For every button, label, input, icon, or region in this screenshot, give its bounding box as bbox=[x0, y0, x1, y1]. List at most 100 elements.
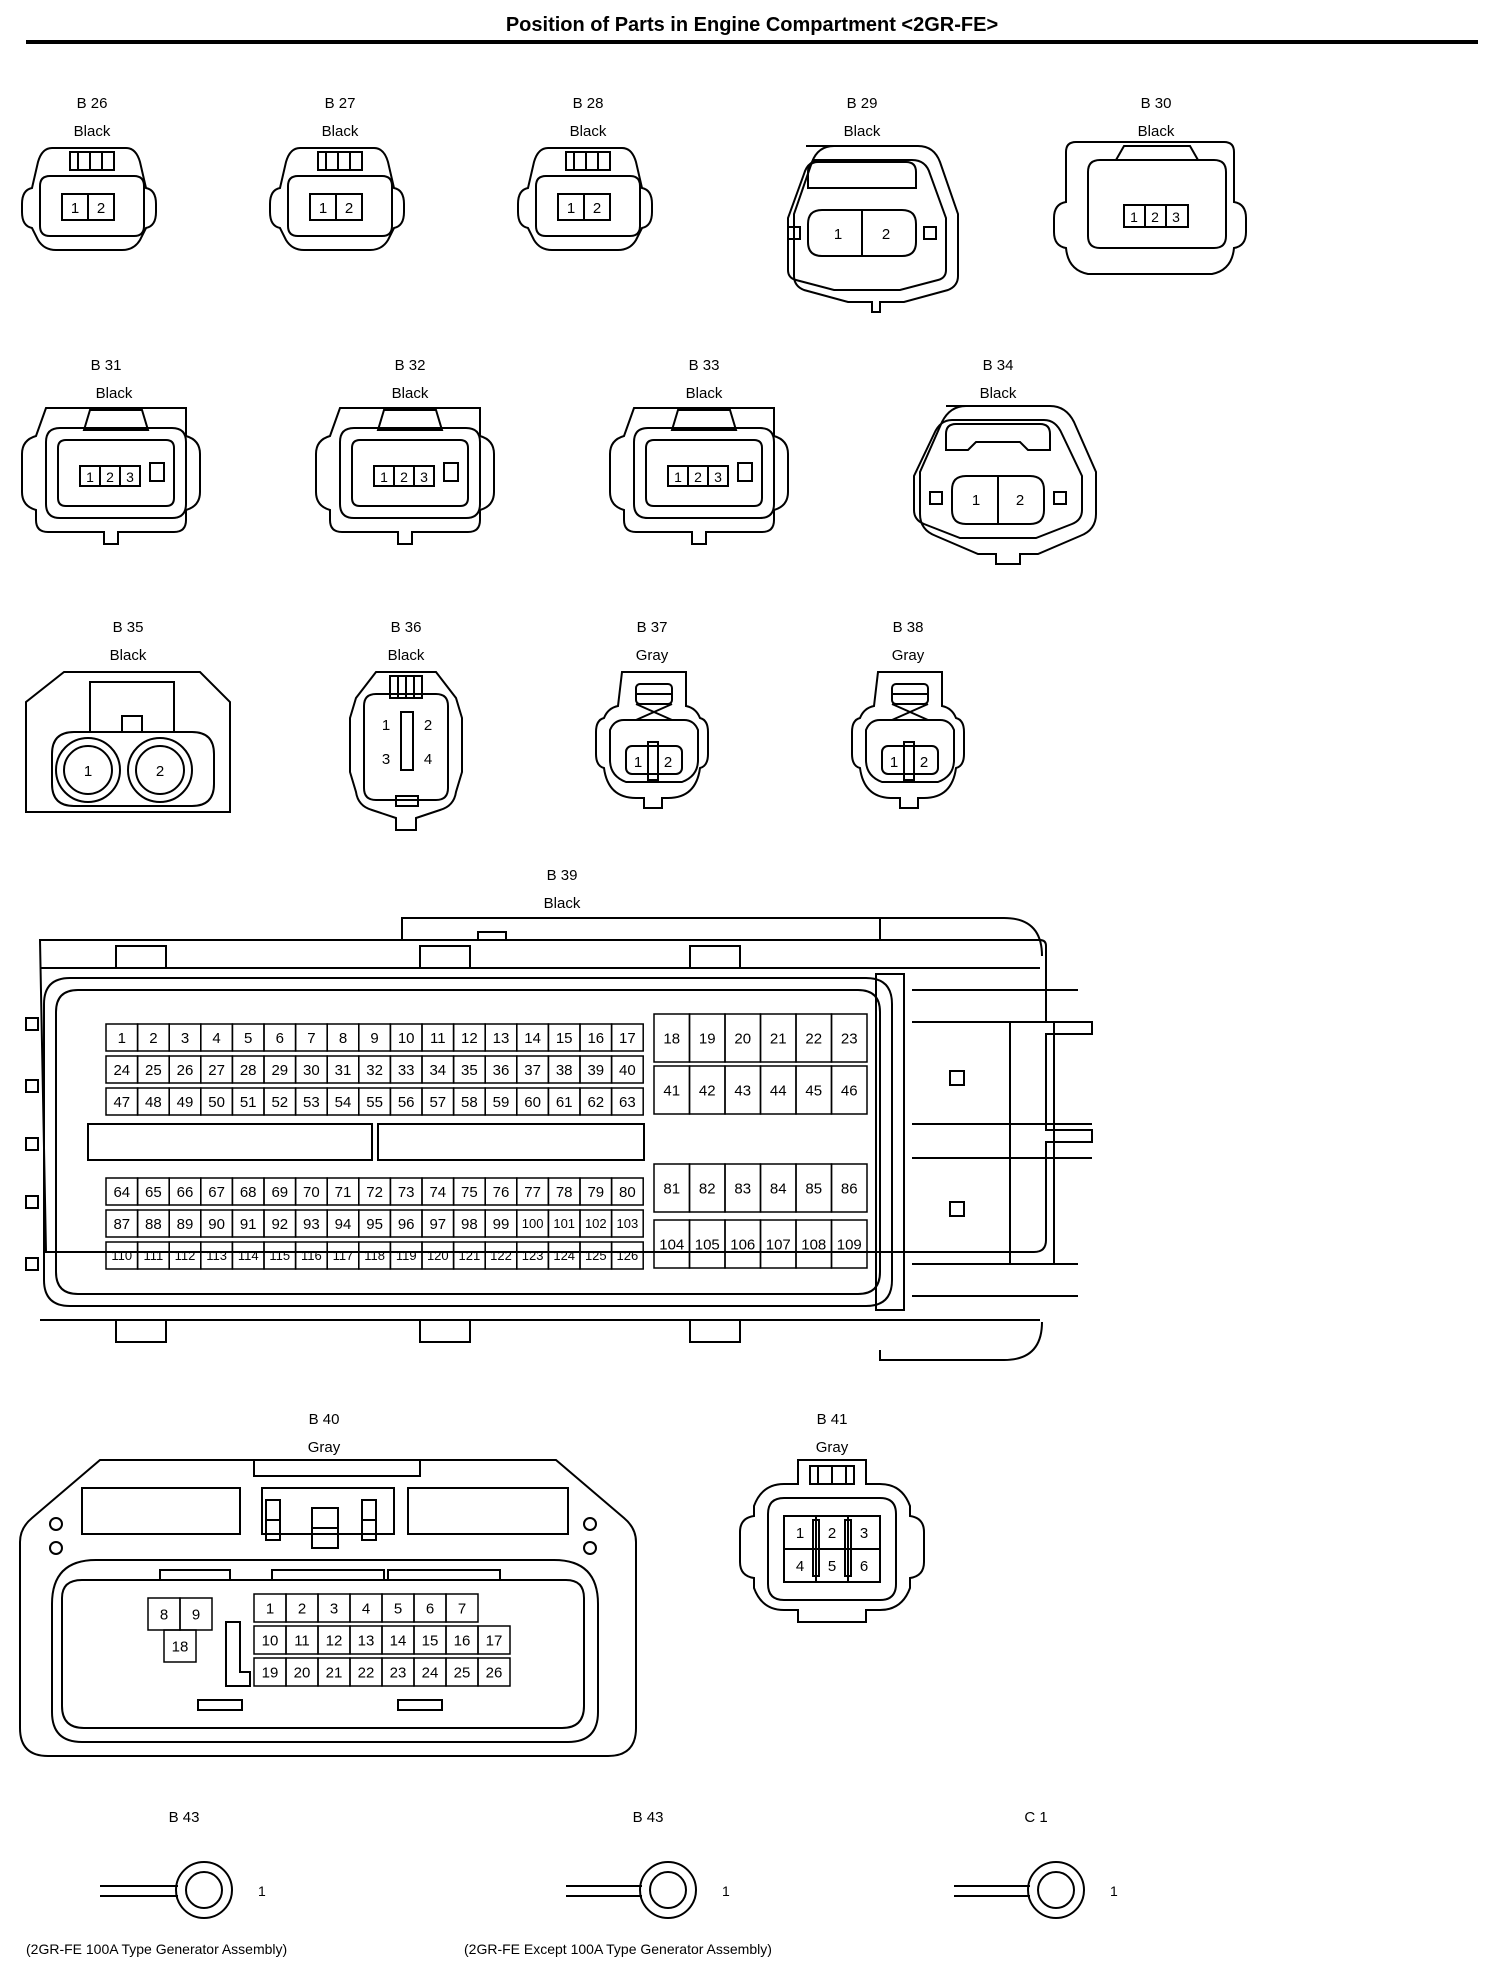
pin-label: 72 bbox=[366, 1184, 383, 1201]
connector-housing bbox=[793, 145, 959, 313]
pin-label: 51 bbox=[240, 1094, 257, 1111]
terminal-id: B 43 bbox=[169, 1809, 200, 1826]
connector-id: B 39 bbox=[547, 867, 578, 884]
connector-id: B 41 bbox=[817, 1411, 848, 1428]
pin-label: 3 bbox=[420, 469, 428, 485]
pin-rib bbox=[844, 1519, 852, 1577]
pin-label: 1 bbox=[71, 200, 79, 217]
pin-label: 108 bbox=[801, 1236, 826, 1253]
connector-b33: B 33 Black 1 2 3 bbox=[609, 357, 789, 545]
connector-b29: B 29 Black 1 2 bbox=[787, 95, 959, 313]
pin-label: 18 bbox=[663, 1030, 680, 1047]
pin-label: 40 bbox=[619, 1062, 636, 1079]
pin-label: 2 bbox=[156, 763, 164, 780]
pin-label: 65 bbox=[145, 1184, 162, 1201]
pin-label: 2 bbox=[920, 754, 928, 771]
connector-lock bbox=[69, 151, 115, 171]
pin-label: 71 bbox=[335, 1184, 352, 1201]
connector-color: Gray bbox=[636, 647, 669, 664]
key-slot bbox=[923, 226, 937, 240]
pin-label: 106 bbox=[730, 1236, 755, 1253]
pin-label: 69 bbox=[271, 1184, 288, 1201]
pin-label: 13 bbox=[493, 1030, 510, 1047]
pin-label: 6 bbox=[426, 1600, 434, 1617]
pin-label: 73 bbox=[398, 1184, 415, 1201]
connector-color: Black bbox=[686, 385, 723, 402]
connector-id: B 29 bbox=[847, 95, 878, 112]
connector-id: B 33 bbox=[689, 357, 720, 374]
pin-box bbox=[625, 745, 683, 775]
pin-label: 1 bbox=[319, 200, 327, 217]
ring-terminal bbox=[175, 1861, 233, 1919]
terminal-pin: 1 bbox=[722, 1883, 730, 1899]
pin-label: 85 bbox=[805, 1180, 822, 1197]
connector-housing bbox=[25, 917, 1093, 1361]
pin-label: 33 bbox=[398, 1062, 415, 1079]
lock-arm bbox=[891, 703, 929, 721]
pin-label: 2 bbox=[106, 469, 114, 485]
connector-color: Black bbox=[110, 647, 147, 664]
connector-inner bbox=[39, 175, 145, 237]
terminal-id: B 43 bbox=[633, 1809, 664, 1826]
pin-label: 101 bbox=[553, 1216, 575, 1231]
pin-label: 2 bbox=[694, 469, 702, 485]
pin-label: 1 bbox=[380, 469, 388, 485]
connector-color: Gray bbox=[308, 1439, 341, 1456]
pin-label: 28 bbox=[240, 1062, 257, 1079]
pin-label: 100 bbox=[522, 1216, 544, 1231]
pin-label: 3 bbox=[1172, 209, 1180, 225]
key-slot bbox=[149, 462, 165, 482]
pin-label: 74 bbox=[429, 1184, 446, 1201]
connector-b28: B 28 Black 1 2 bbox=[517, 95, 653, 251]
pin-label: 68 bbox=[240, 1184, 257, 1201]
pin-label: 1 bbox=[834, 226, 842, 243]
terminal-pin: 1 bbox=[1110, 1883, 1118, 1899]
pin-label: 29 bbox=[271, 1062, 288, 1079]
connector-lock bbox=[670, 409, 738, 431]
pin-label: 2 bbox=[298, 1600, 306, 1617]
pin-label: 11 bbox=[294, 1632, 310, 1649]
pin-label: 23 bbox=[841, 1030, 858, 1047]
pin-label: 4 bbox=[362, 1600, 370, 1617]
pin-label: 56 bbox=[398, 1094, 415, 1111]
connector-color: Black bbox=[74, 123, 111, 140]
pin-label: 81 bbox=[663, 1180, 680, 1197]
pin-label: 97 bbox=[429, 1216, 446, 1233]
pin-box bbox=[881, 745, 939, 775]
connector-id: B 30 bbox=[1141, 95, 1172, 112]
pin-label: 102 bbox=[585, 1216, 607, 1231]
pin-box bbox=[951, 475, 1045, 525]
pin-label: 21 bbox=[326, 1664, 343, 1681]
connector-housing bbox=[21, 407, 201, 545]
pin-label: 61 bbox=[556, 1094, 573, 1111]
connector-b26: B 26 Black 1 2 bbox=[21, 95, 157, 251]
pin-label: 117 bbox=[333, 1248, 354, 1263]
connector-id: B 32 bbox=[395, 357, 426, 374]
pin-label: 50 bbox=[208, 1094, 225, 1111]
pin-label: 10 bbox=[262, 1632, 279, 1649]
connector-id: B 28 bbox=[573, 95, 604, 112]
pin-label: 104 bbox=[659, 1236, 684, 1253]
pin-label: 1 bbox=[1130, 209, 1138, 225]
connector-lock bbox=[376, 409, 444, 431]
pin-label: 111 bbox=[144, 1248, 164, 1263]
pin-label: 7 bbox=[458, 1600, 466, 1617]
pin-label: 126 bbox=[617, 1248, 639, 1263]
pin-label: 57 bbox=[429, 1094, 446, 1111]
pin-label: 24 bbox=[113, 1062, 130, 1079]
connector-color: Gray bbox=[892, 647, 925, 664]
pin-label: 43 bbox=[734, 1082, 751, 1099]
pin-label: 49 bbox=[177, 1094, 194, 1111]
pin-label: 95 bbox=[366, 1216, 383, 1233]
connector-housing bbox=[595, 671, 709, 809]
connector-id: B 40 bbox=[309, 1411, 340, 1428]
connector-inner-wall bbox=[57, 439, 175, 507]
pin-label: 1 bbox=[382, 717, 390, 734]
pin-label: 1 bbox=[796, 1525, 804, 1542]
pin-label: 15 bbox=[556, 1030, 573, 1047]
terminal-b43-except-100a: B 43 1 (2GR-FE Except 100A Type Generato… bbox=[464, 1809, 772, 1957]
pin-cell bbox=[610, 1023, 644, 1052]
pin-cell bbox=[830, 1065, 868, 1115]
pin-label: 120 bbox=[427, 1248, 449, 1263]
